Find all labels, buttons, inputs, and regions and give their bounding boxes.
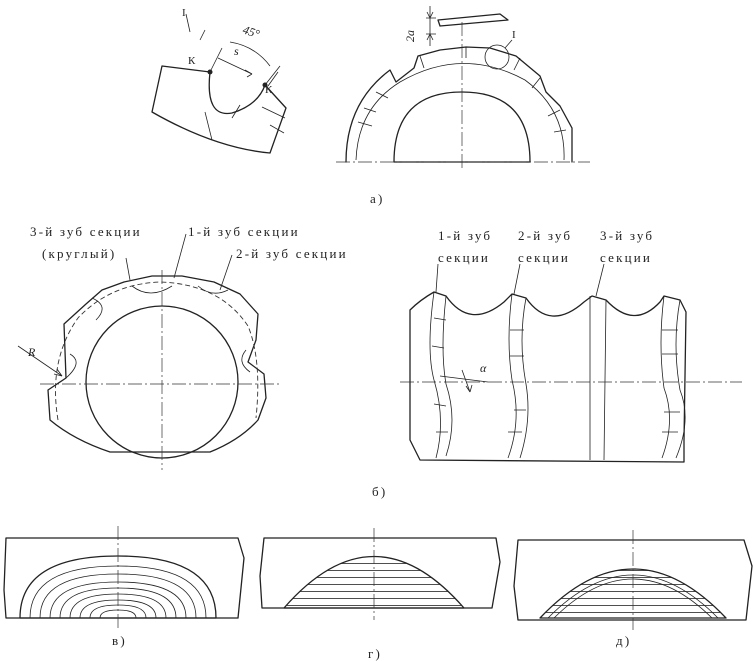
alpha-label: α — [480, 361, 487, 375]
side-view-teeth: 1-й зуб секции 2-й зуб секции 3-й зуб се… — [400, 228, 742, 463]
side-tooth2-label-line1: 2-й зуб — [518, 228, 572, 243]
point-k-left-marker — [207, 69, 213, 75]
figure-d: д) — [513, 530, 753, 648]
side-tooth2-label-line2: секции — [518, 250, 570, 265]
caption-a: а) — [370, 191, 385, 206]
figure-b: 3-й зуб секции (круглый) 1-й зуб секции … — [17, 224, 742, 499]
caption-d: д) — [616, 633, 631, 648]
radius-r-label: R — [27, 345, 36, 359]
tooth3-label-line1: 3-й зуб секции — [30, 224, 142, 239]
broach-cross-section: 2a I — [336, 6, 590, 168]
tooth3-label-line2: (круглый) — [42, 246, 116, 261]
caption-v: в) — [112, 633, 127, 648]
figure-v: в) — [3, 526, 245, 648]
k-right-label: К — [265, 84, 273, 96]
angle-label: 45° — [241, 23, 261, 42]
detail-circle-label: I — [512, 29, 516, 41]
figure-a: I 45° s К К 2a I а) — [151, 6, 590, 206]
side-tooth3-label-line2: секции — [600, 250, 652, 265]
k-left-label: К — [188, 55, 196, 67]
side-tooth1-label-line2: секции — [438, 250, 490, 265]
caption-b: б) — [372, 484, 387, 499]
figure-g: г) — [259, 528, 501, 661]
round-section-view: 3-й зуб секции (круглый) 1-й зуб секции … — [17, 224, 348, 470]
caption-g: г) — [368, 646, 382, 661]
tooth1-label: 1-й зуб секции — [188, 224, 300, 239]
tooth2-label: 2-й зуб секции — [236, 246, 348, 261]
side-tooth3-label-line1: 3-й зуб — [600, 228, 654, 243]
detail-mark-label: I — [182, 7, 186, 19]
s-label: s — [234, 44, 239, 58]
dim-2a-label: 2a — [403, 30, 417, 42]
side-tooth1-label-line1: 1-й зуб — [438, 228, 492, 243]
point-k-right-marker — [262, 82, 268, 88]
chip-groove-detail: I 45° s К К — [151, 7, 287, 154]
